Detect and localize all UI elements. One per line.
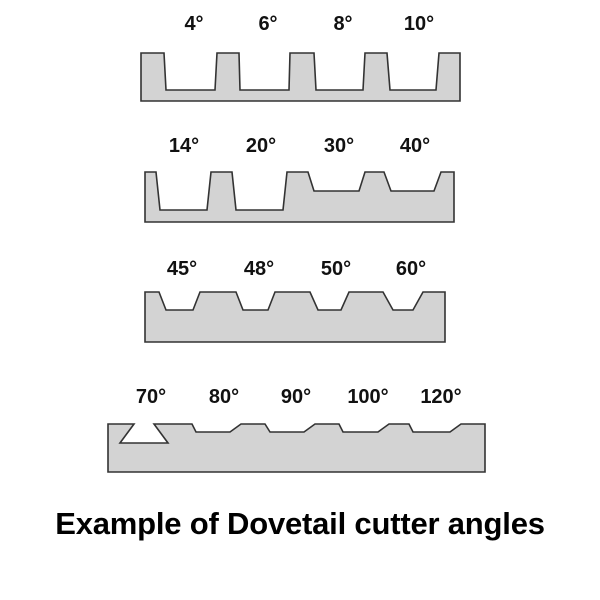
angle-label: 4° [184, 13, 203, 35]
angle-label: 40° [400, 135, 430, 157]
angle-label: 100° [347, 386, 388, 408]
angle-label: 70° [136, 386, 166, 408]
angle-label: 48° [244, 258, 274, 280]
angle-label: 8° [333, 13, 352, 35]
cutter-row-1: 4° 6° 8° 10° [140, 13, 461, 102]
dovetail-block-2 [144, 171, 455, 223]
angle-label: 80° [209, 386, 239, 408]
angle-label: 90° [281, 386, 311, 408]
dovetail-block-1 [140, 52, 461, 102]
angle-label: 60° [396, 258, 426, 280]
cutter-row-2: 14° 20° 30° 40° [144, 135, 455, 223]
angle-label: 14° [169, 135, 199, 157]
cutter-row-4: 70° 80° 90° 100° 120° [107, 386, 486, 473]
angle-label: 20° [246, 135, 276, 157]
angle-label: 120° [420, 386, 461, 408]
angle-label: 10° [404, 13, 434, 35]
angle-label: 50° [321, 258, 351, 280]
angle-label: 6° [258, 13, 277, 35]
angle-label: 45° [167, 258, 197, 280]
angle-label: 30° [324, 135, 354, 157]
dovetail-block-4 [107, 423, 486, 473]
diagram-caption: Example of Dovetail cutter angles [55, 506, 545, 541]
dovetail-block-3 [144, 291, 446, 343]
cutter-row-3: 45° 48° 50° 60° [144, 258, 446, 343]
